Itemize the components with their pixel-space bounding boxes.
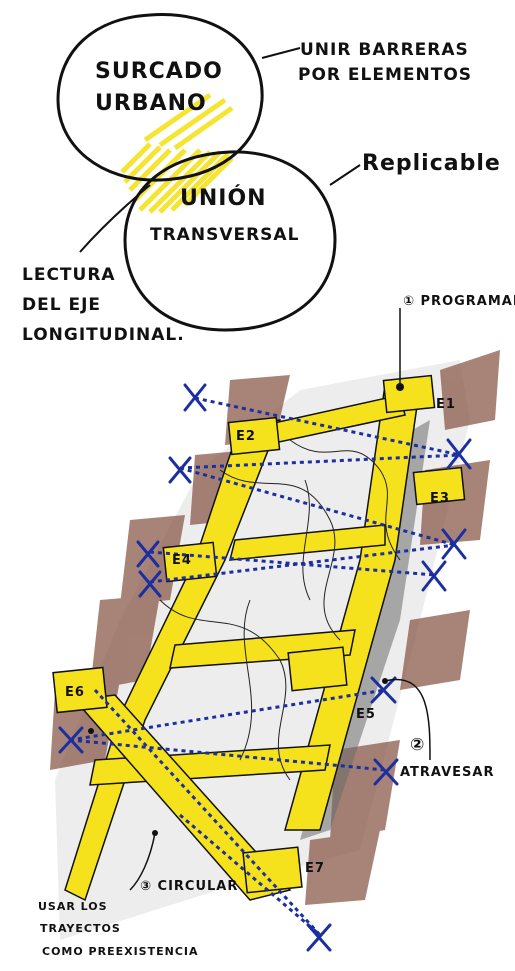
- element-label-e3: E3: [430, 491, 450, 506]
- element-label-e1: E1: [436, 397, 456, 412]
- circle1-label-line1: SURCADO: [95, 59, 223, 84]
- label-circular: ③ CIRCULAR: [140, 879, 238, 894]
- element-label-e6: E6: [65, 685, 85, 700]
- leader-lectura: [80, 185, 150, 252]
- label-usar-line2: TRAYECTOS: [40, 922, 121, 935]
- element-label-e2: E2: [236, 429, 256, 444]
- leader-replicable: [330, 165, 360, 185]
- plan-sketch: E1 E2 E3 E4 E5 E6 E7 ① PROGRAMAR ② ATRAV…: [38, 294, 515, 958]
- label-programar: ① PROGRAMAR: [403, 294, 515, 309]
- label-usar-line1: USAR LOS: [38, 900, 108, 913]
- label-atravesar-num: ②: [410, 735, 425, 755]
- note-right-line1: UNIR BARRERAS: [300, 40, 469, 60]
- note-replicable: Replicable: [362, 151, 501, 176]
- circle2-label-line1: UNIÓN: [180, 185, 267, 211]
- element-label-e4: E4: [172, 553, 192, 568]
- circle2-label-line2: TRANSVERSAL: [150, 225, 299, 245]
- circle1-label-line2: URBANO: [95, 91, 207, 116]
- label-atravesar: ATRAVESAR: [400, 765, 494, 780]
- element-label-e5: E5: [356, 707, 376, 722]
- leader-unir: [262, 48, 300, 58]
- label-usar-line3: COMO PREEXISTENCIA: [42, 945, 199, 958]
- note-left-line3: LONGITUDINAL.: [22, 325, 185, 345]
- element-label-e7: E7: [305, 861, 325, 876]
- note-left-line2: DEL EJE: [22, 295, 101, 315]
- note-left-line1: LECTURA: [22, 265, 116, 285]
- note-right-line2: POR ELEMENTOS: [298, 65, 472, 85]
